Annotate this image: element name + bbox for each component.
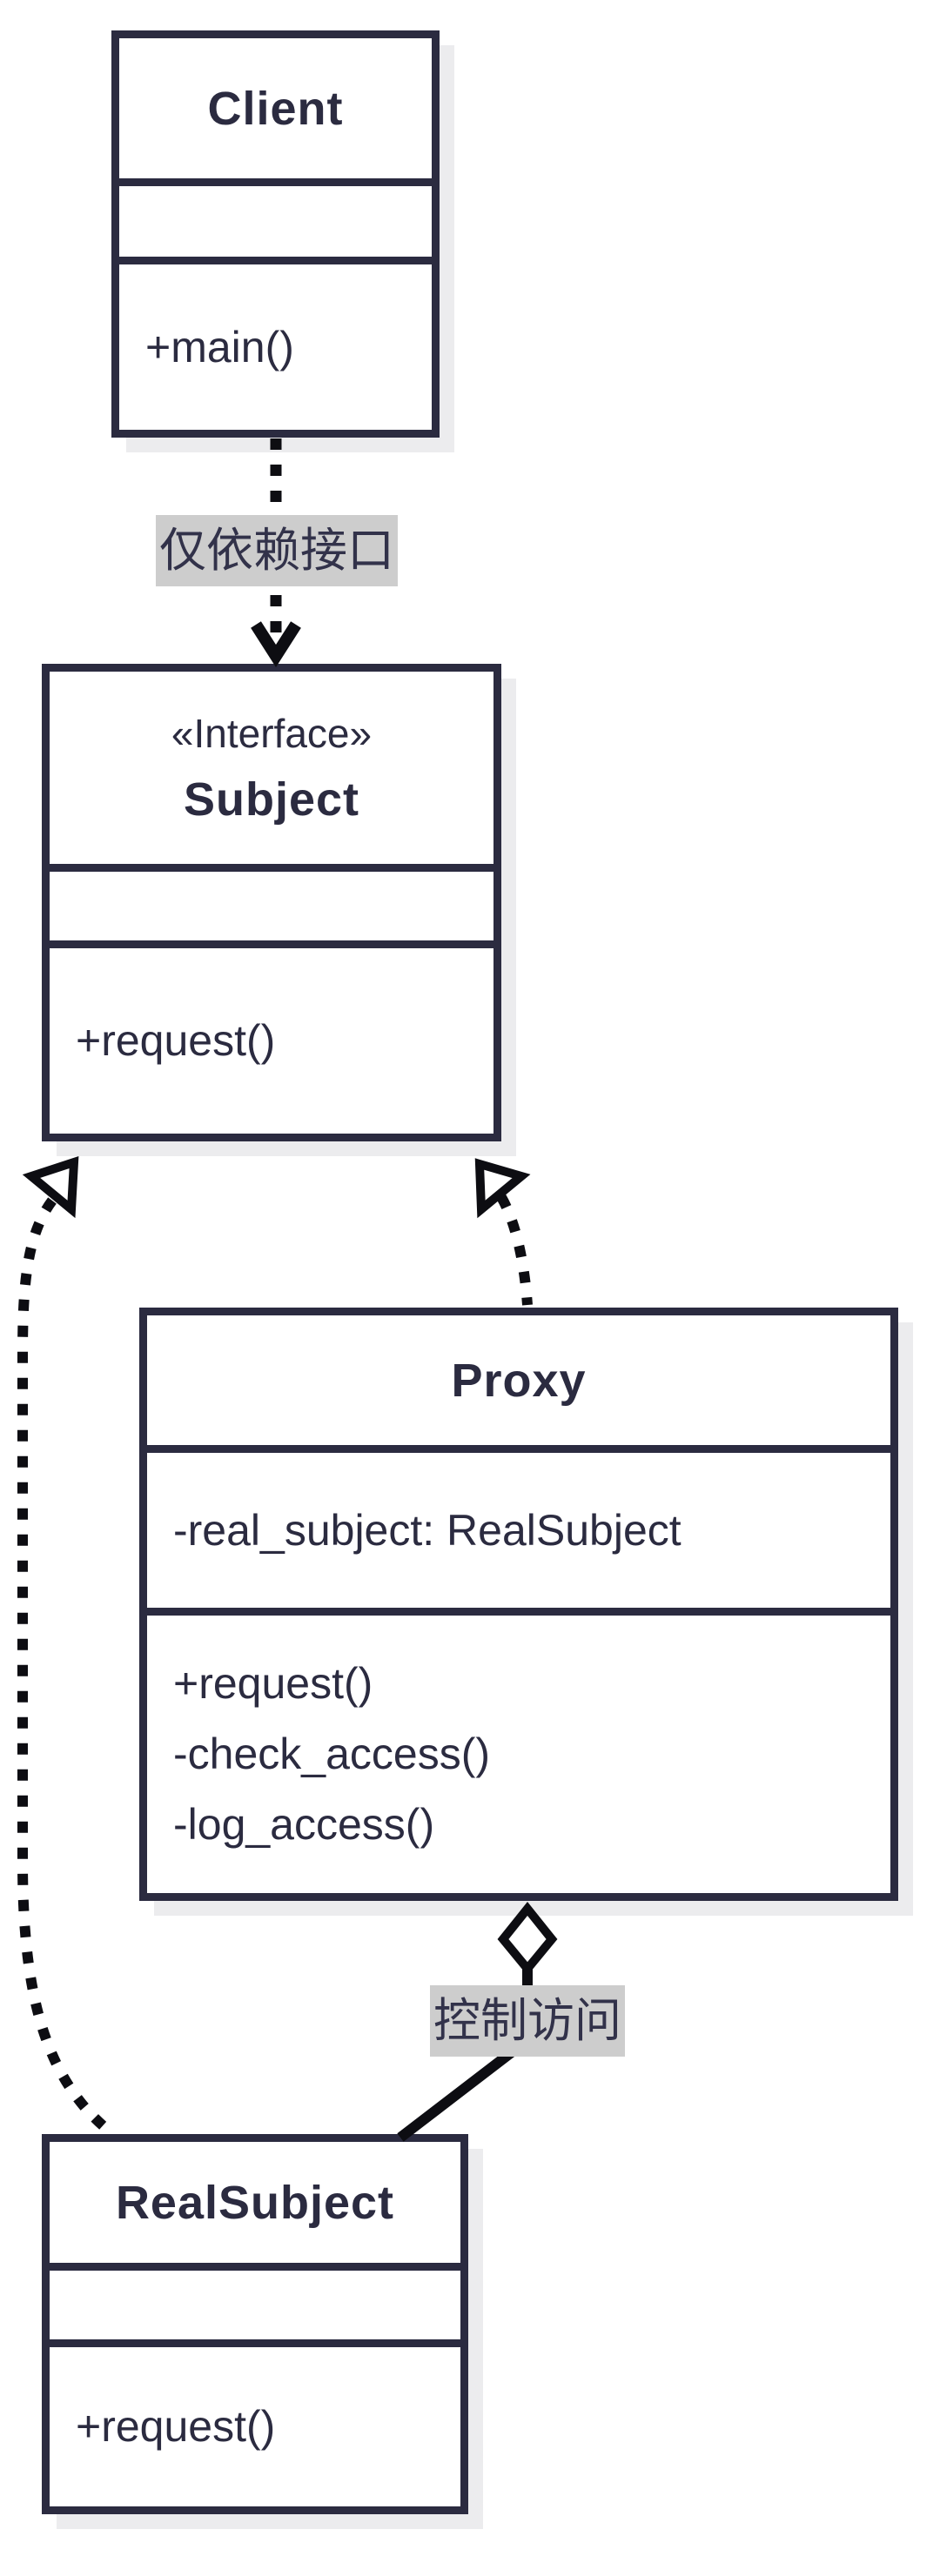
class-box-realsubject: RealSubject +request()	[42, 2134, 468, 2514]
attribute-entry: -real_subject: RealSubject	[173, 1505, 682, 1555]
dependency-arrowhead-icon	[251, 621, 301, 668]
proxy-attributes-compartment: -real_subject: RealSubject	[147, 1453, 890, 1616]
realsubject-attributes-compartment	[50, 2271, 460, 2347]
subject-class-name: Subject	[183, 773, 360, 826]
subject-stereotype: «Interface»	[171, 710, 373, 756]
subject-attributes-compartment	[50, 872, 494, 948]
client-attributes-compartment	[119, 186, 432, 264]
class-box-subject: «Interface» Subject +request()	[42, 664, 501, 1141]
method-entry: -log_access()	[173, 1800, 435, 1849]
proxy-methods-compartment: +request() -check_access() -log_access()	[147, 1616, 890, 1893]
class-box-proxy: Proxy -real_subject: RealSubject +reques…	[139, 1308, 898, 1901]
proxy-class-name: Proxy	[451, 1354, 587, 1407]
client-class-name: Client	[207, 82, 344, 135]
realsubject-methods-compartment: +request()	[50, 2347, 460, 2506]
realization-edge-proxy	[496, 1194, 533, 1306]
aggregation-label: 控制访问	[430, 1985, 625, 2057]
proxy-title-compartment: Proxy	[147, 1315, 890, 1453]
realization-edge-realsubject	[17, 1197, 113, 2136]
dependency-label: 仅依赖接口	[156, 515, 398, 586]
realsubject-class-name: RealSubject	[115, 2176, 395, 2229]
class-box-client: Client +main()	[111, 30, 440, 438]
method-entry: -check_access()	[173, 1730, 490, 1778]
subject-title-compartment: «Interface» Subject	[50, 672, 494, 872]
method-entry: +request()	[76, 2402, 276, 2451]
client-methods-compartment: +main()	[119, 264, 432, 430]
realization-arrowhead-right-icon	[474, 1158, 531, 1219]
realsubject-title-compartment: RealSubject	[50, 2142, 460, 2271]
realization-arrowhead-left-icon	[22, 1155, 79, 1219]
aggregation-diamond-icon	[497, 1901, 558, 1976]
method-entry: +request()	[76, 1016, 276, 1065]
subject-methods-compartment: +request()	[50, 948, 494, 1134]
client-title-compartment: Client	[119, 38, 432, 186]
method-entry: +main()	[145, 322, 294, 371]
method-entry: +request()	[173, 1659, 373, 1708]
